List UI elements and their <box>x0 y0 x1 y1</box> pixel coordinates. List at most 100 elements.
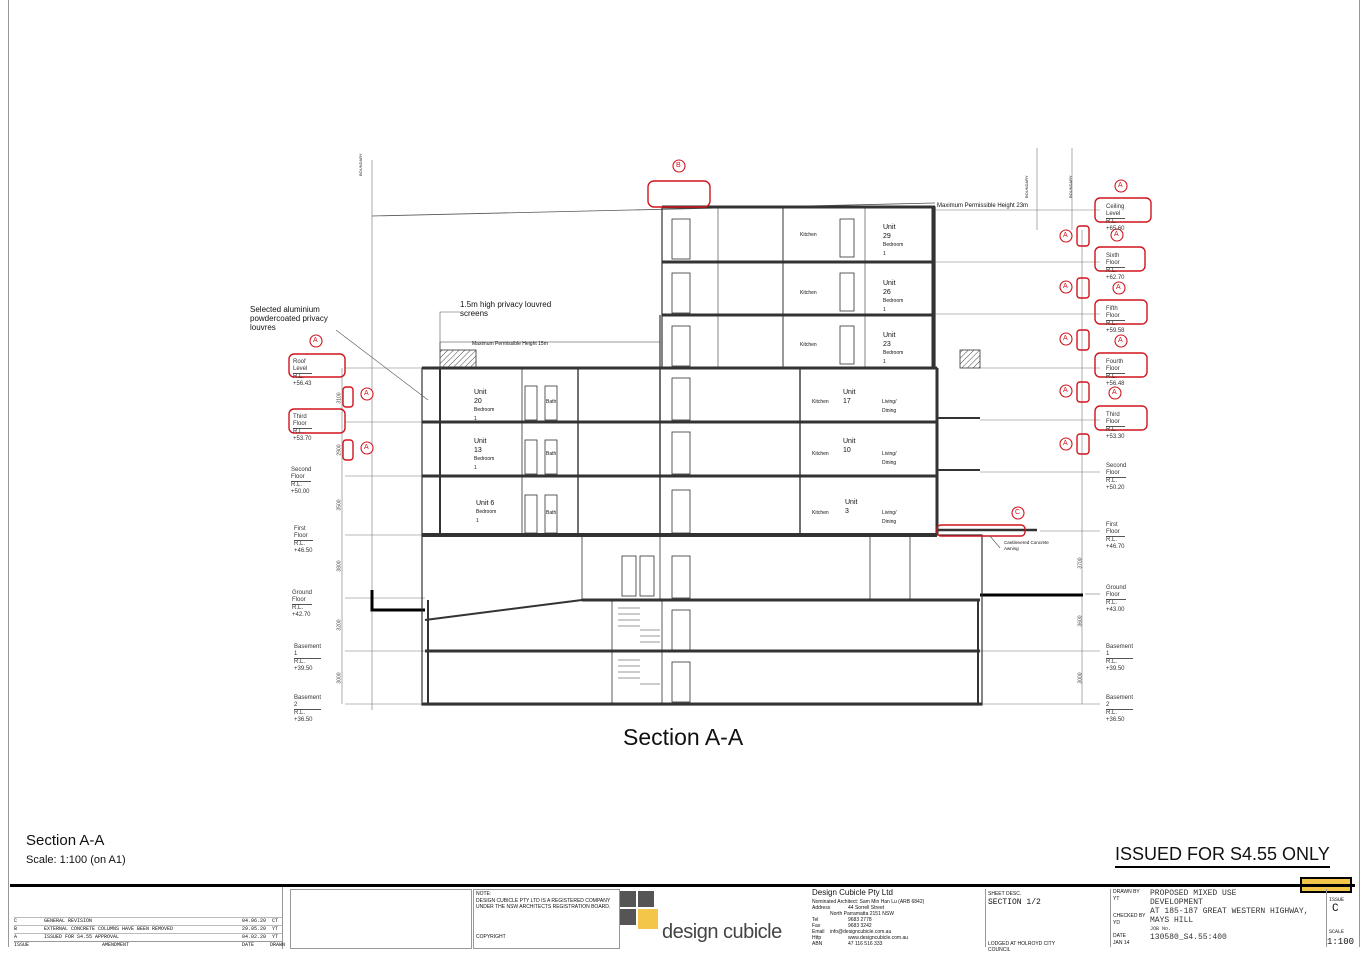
sheet-panel: SHEET DESC. SECTION 1/2 LODGED AT HOLROY… <box>985 889 1076 953</box>
room-label: Living/ Dining <box>882 510 897 525</box>
dim-label: 3800 <box>336 560 343 572</box>
dim-label: 3200 <box>336 619 343 631</box>
room-label: Kitchen <box>812 451 829 457</box>
leader-lines <box>335 311 1001 549</box>
revision-tag: A <box>1112 389 1117 396</box>
sheet-title: Section A-A <box>26 832 105 849</box>
issue-panel: ISSUE C SCALE 1:100 <box>1326 889 1355 947</box>
revision-tag: A <box>1118 182 1123 189</box>
room-label: Bath <box>546 451 557 457</box>
revision-tag: A <box>1063 232 1068 239</box>
room-label: Bath <box>546 510 557 516</box>
amendments-table: C GENERAL REVISION 04.06.20 CT B EXTERNA… <box>10 887 286 949</box>
room-label: Kitchen <box>800 290 817 296</box>
revision-tag: A <box>1063 387 1068 394</box>
company-panel: Design Cubicle Pty Ltd Nominated Archite… <box>812 888 925 947</box>
revision-tag: A <box>1116 284 1121 291</box>
revision-tag: A <box>364 444 369 451</box>
boundary-lines <box>371 148 1073 710</box>
dim-label: 3500 <box>336 499 343 511</box>
project-panel: PROPOSED MIXED USE DEVELOPMENT AT 185-18… <box>1150 889 1309 942</box>
title-block: C GENERAL REVISION 04.06.20 CT B EXTERNA… <box>10 884 1355 953</box>
dimension-lines <box>341 230 1083 704</box>
boundary-label: BOUNDARY <box>1024 175 1029 198</box>
revision-tag: A <box>1063 335 1068 342</box>
room-label: Bath <box>546 399 557 405</box>
drawing-title: Section A-A <box>623 724 744 750</box>
unit-label: Unit 3 <box>845 499 858 515</box>
dim-label: 3600 <box>1077 615 1084 627</box>
room-label: Kitchen <box>812 510 829 516</box>
drawing-sheet <box>8 0 1360 947</box>
revision-tag: A <box>1063 283 1068 290</box>
revision-tag: A <box>1118 337 1123 344</box>
room-label: Living/ Dining <box>882 399 897 414</box>
dim-label: 3700 <box>1077 557 1084 569</box>
brand-name: design cubicle <box>662 921 782 943</box>
drawn-panel: DRAWN BY YT CHECKED BY YD DATE JAN 14 <box>1110 889 1149 947</box>
room-label: Kitchen <box>812 399 829 405</box>
revision-tag: C <box>1015 509 1021 516</box>
notes-panel: NOTE: DESIGN CUBICLE PTY LTD IS A REGIST… <box>473 889 620 949</box>
logo-squares-icon <box>620 891 658 929</box>
revision-tag-circles <box>309 159 1128 520</box>
revision-tag: A <box>313 337 318 344</box>
revision-tag: A <box>364 390 369 397</box>
boundary-label: BOUNDARY <box>1068 175 1073 198</box>
screens-note: 1.5m high privacy louvred screens <box>460 300 552 318</box>
boundary-label: BOUNDARY <box>358 153 363 176</box>
awning-note: Cantilevered Concrete Awning <box>1004 540 1049 551</box>
unit-label: Unit 10 <box>843 438 856 454</box>
max-height-23-note: Maximum Permissible Height 23m <box>937 203 1029 209</box>
amendment-row: A ISSUED FOR S4.55 APPROVAL 04.02.20 YT <box>14 933 282 940</box>
max-height-15-note: Maximum Permissible Height 15m <box>472 341 548 347</box>
room-label: Living/ Dining <box>882 451 897 466</box>
unit-label: Unit 17 <box>843 389 856 405</box>
amendment-row: C GENERAL REVISION 04.06.20 CT <box>14 917 282 924</box>
dim-label: 2900 <box>336 444 343 456</box>
dim-label: 3000 <box>336 672 343 684</box>
revision-tag: A <box>1114 231 1119 238</box>
dim-label: 3000 <box>1077 672 1084 684</box>
ground-line <box>370 202 1083 612</box>
level-lines <box>345 209 1100 705</box>
dim-label: 3100 <box>336 392 343 404</box>
amendment-headers: ISSUE AMENDMENT DATE DRAWN <box>14 941 286 948</box>
sheet-scale: Scale: 1:100 (on A1) <box>26 854 126 866</box>
revision-clouds <box>288 180 1152 537</box>
issued-stamp: ISSUED FOR S4.55 ONLY <box>1115 844 1330 868</box>
brand-logo: design cubicle <box>618 889 808 947</box>
building-structure <box>421 205 1037 706</box>
revision-tag: A <box>1063 440 1068 447</box>
amendment-row: B EXTERNAL CONCRETE COLUMNS HAVE BEEN RE… <box>14 925 282 932</box>
revision-tag: B <box>676 162 681 169</box>
room-label: Kitchen <box>800 232 817 238</box>
louvres-note: Selected aluminium powdercoated privacy … <box>250 305 328 332</box>
blank-panel <box>290 889 472 949</box>
room-label: Kitchen <box>800 342 817 348</box>
